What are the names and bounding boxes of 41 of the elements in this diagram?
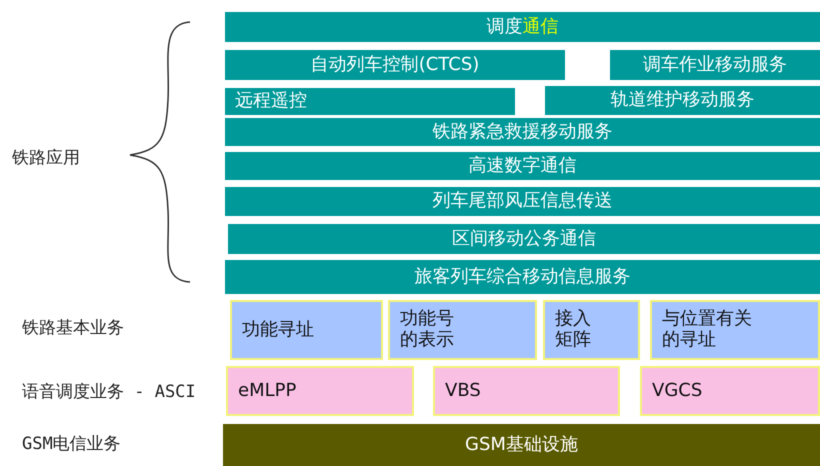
service-label: 区间移动公务通信	[452, 228, 596, 250]
service-box	[543, 300, 640, 360]
service-label: 接入矩阵	[555, 309, 592, 351]
service-label: GSM基础设施	[465, 434, 578, 456]
service-bar	[225, 88, 515, 115]
service-box	[226, 366, 414, 416]
service-label: 列车尾部风压信息传送	[432, 191, 612, 212]
service-box	[388, 300, 537, 360]
service-box	[640, 366, 820, 416]
service-label: 轨道维护移动服务	[610, 90, 754, 111]
service-box	[650, 300, 820, 360]
service-label: 调车作业移动服务	[643, 54, 787, 76]
service-label: 自动列车控制(CTCS)	[310, 54, 480, 76]
service-bar	[225, 12, 820, 42]
layer-label: 铁路基本业务	[22, 317, 124, 339]
service-label: 旅客列车综合移动信息服务	[414, 266, 630, 288]
service-label: VBS	[445, 380, 481, 402]
base-bar	[223, 424, 820, 466]
layer-label: 铁路应用	[12, 147, 80, 169]
service-bar	[225, 50, 565, 80]
service-bar	[610, 50, 820, 80]
service-box	[433, 366, 620, 416]
service-label: 远程遥控	[235, 91, 307, 112]
service-label: VGCS	[652, 380, 702, 402]
service-bar	[225, 118, 820, 146]
service-label: 铁路紧急救援移动服务	[432, 122, 612, 142]
service-label: 功能寻址	[242, 320, 314, 340]
service-bar	[225, 260, 820, 294]
service-label: eMLPP	[238, 380, 296, 402]
service-label: 功能号的表示	[400, 309, 455, 351]
service-bar	[225, 187, 820, 216]
service-bar	[225, 152, 820, 180]
layer-label: 语音调度业务 - ASCI	[22, 381, 196, 403]
service-box	[230, 300, 383, 360]
service-bar	[228, 224, 820, 254]
service-label: 调度	[486, 16, 522, 38]
service-label: 与位置有关的寻址	[662, 309, 753, 351]
layer-label: GSM电信业务	[22, 433, 121, 455]
service-label: 通信	[522, 16, 558, 38]
service-label: 高速数字通信	[468, 156, 576, 176]
service-bar	[545, 86, 820, 115]
